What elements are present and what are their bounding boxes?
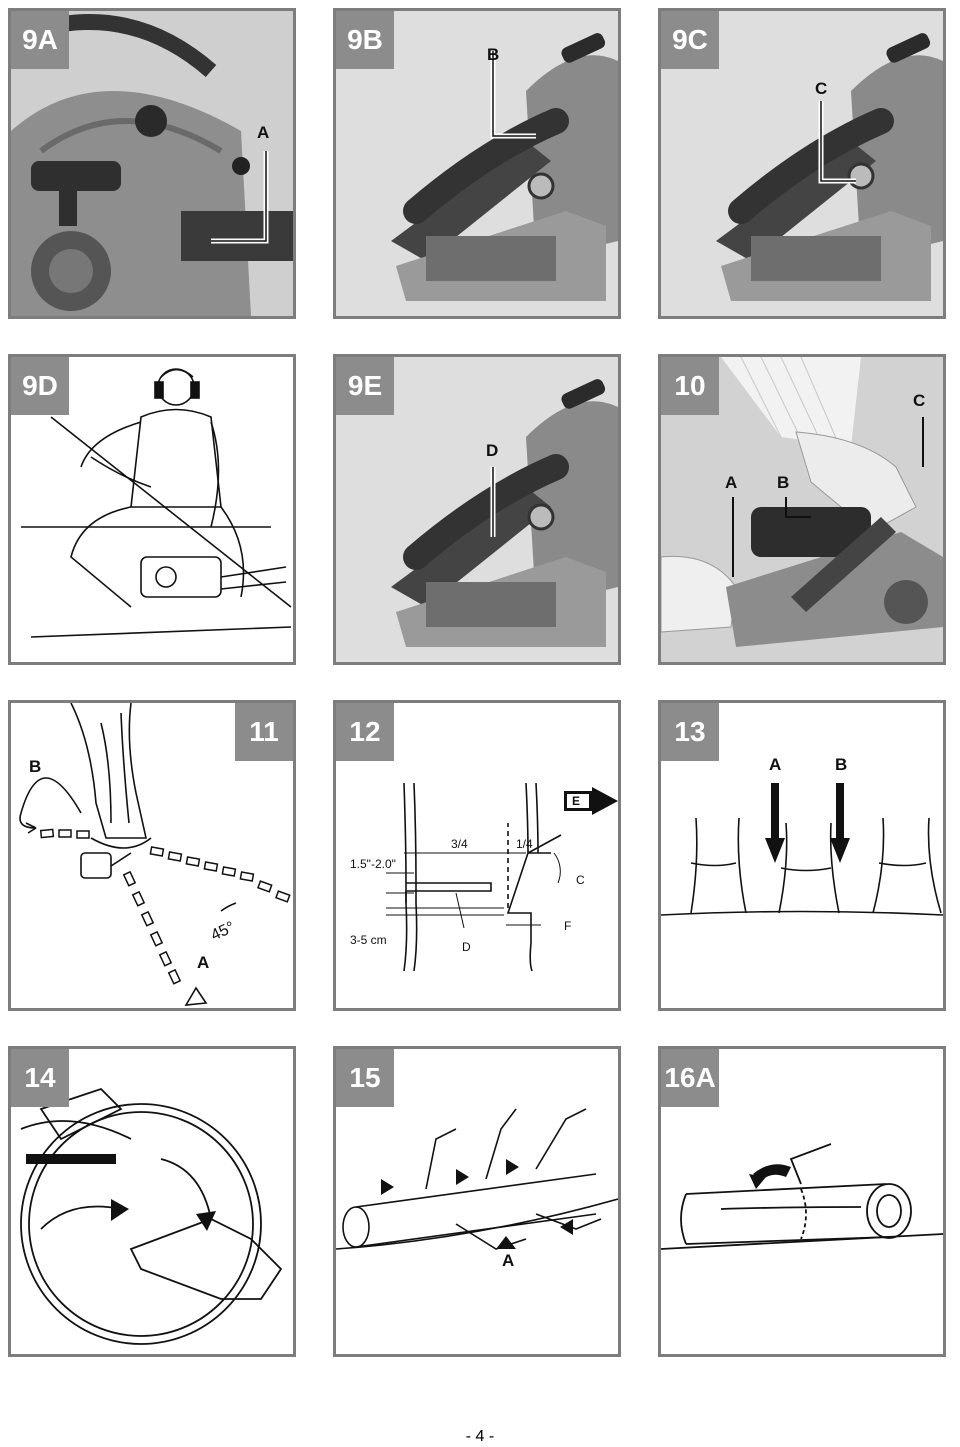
notch-depth-label: 1.5"-2.0" [350,857,396,871]
operator-starting-saw-drawing [21,368,292,638]
callout-b: B [835,755,848,774]
fraction-three-quarters: 3/4 [451,837,468,851]
label-f: F [564,919,572,933]
figure-9c: 9C C [658,8,946,319]
label-c: C [576,873,585,887]
back-cut-diagram [661,783,943,916]
page-number: - 4 - [465,1428,495,1445]
fall-direction-arrow-label: E [572,794,581,808]
figure-number: 13 [661,703,719,761]
limbing-rotation-drawing [20,1087,283,1345]
chainsaw-handle-photo [336,357,618,662]
notch-cut-diagram [386,782,618,972]
figure-number: 10 [661,357,719,415]
figure-9d: 9D [8,354,296,665]
callout-a: A [257,123,270,142]
figure-10: 10 A B C [658,354,946,665]
figure-9b: 9B B [333,8,621,319]
figure-11: 11 [8,700,296,1011]
figure-9e: 9E D [333,354,621,665]
figure-9a: 9A A [8,8,296,319]
callout-c: C [815,79,828,98]
felling-escape-path-drawing [19,703,291,1006]
figure-12: 12 3/4 1/4 1.5"-2.0" 3-5 cm [333,700,621,1011]
figure-number: 14 [11,1049,69,1107]
label-d: D [462,940,471,954]
callout-a: A [502,1251,515,1270]
callout-b: B [777,473,790,492]
figure-14: 14 [8,1046,296,1357]
figure-number: 16A [661,1049,719,1107]
figure-number: 9C [661,11,719,69]
figure-number: 11 [235,703,293,761]
figure-number: 9E [336,357,394,415]
log-bucking-drawing [661,1143,943,1250]
log-limbing-drawing [336,1108,618,1250]
callout-b: B [487,45,500,64]
fraction-one-quarter: 1/4 [516,837,533,851]
chainsaw-rear-photo [11,11,293,316]
figure-16a: 16A [658,1046,946,1357]
callout-d: D [486,441,499,460]
figure-13: 13 A B [658,700,946,1011]
callout-a: A [769,755,782,774]
figure-number: 15 [336,1049,394,1107]
step-height-label: 3-5 cm [350,933,387,947]
figure-number: 9A [11,11,69,69]
callout-a: A [725,473,738,492]
figure-number: 9D [11,357,69,415]
figure-number: 12 [336,703,394,761]
callout-a: A [197,953,210,972]
callout-c: C [913,391,926,410]
figure-number: 9B [336,11,394,69]
figure-15: 15 A [333,1046,621,1357]
callout-b: B [29,757,42,776]
